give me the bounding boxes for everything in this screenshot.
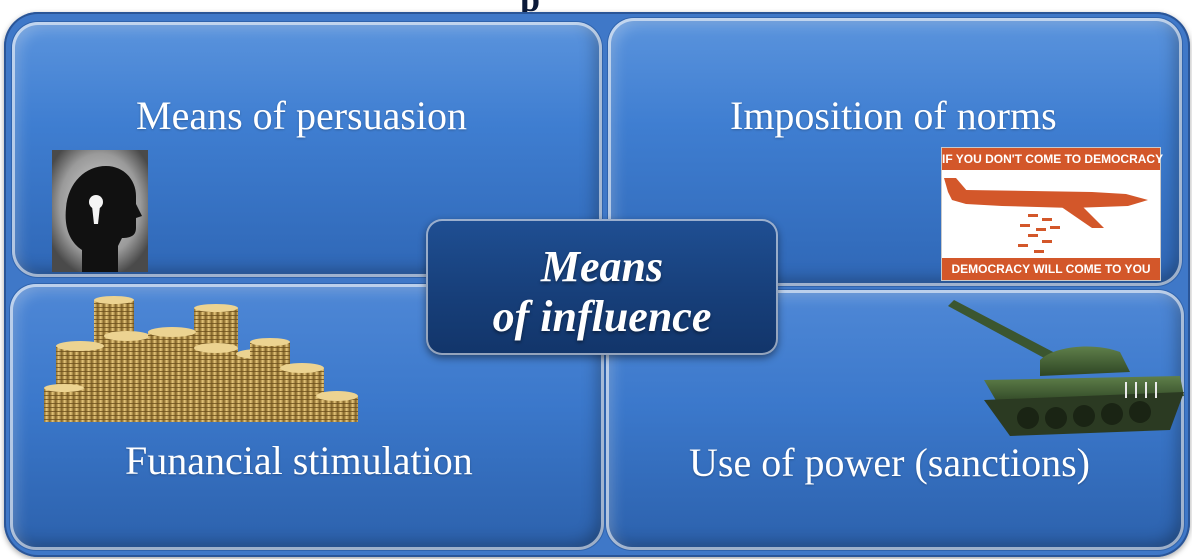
label-financial-stimulation: Funancial stimulation [125,438,473,483]
poster-bottom-text: DEMOCRACY WILL COME TO YOU [942,258,1160,280]
democracy-poster-icon: IF YOU DON'T COME TO DEMOCRACY DEMOCRACY… [942,148,1163,280]
tank-icon [948,300,1184,436]
poster-top-text: IF YOU DON'T COME TO DEMOCRACY [942,148,1163,170]
center-title-line-2: of influence [492,292,712,341]
label-use-of-power: Use of power (sanctions) [689,440,1090,485]
center-title-line-1: Means [540,242,664,291]
coin-stacks-icon [44,296,358,422]
center-means-of-influence-box: Means of influence [426,219,778,355]
label-means-of-persuasion: Means of persuasion [136,93,468,138]
bomber-plane-icon [944,178,1148,253]
head-keyhole-icon [52,150,148,272]
label-imposition-of-norms: Imposition of norms [730,93,1057,138]
